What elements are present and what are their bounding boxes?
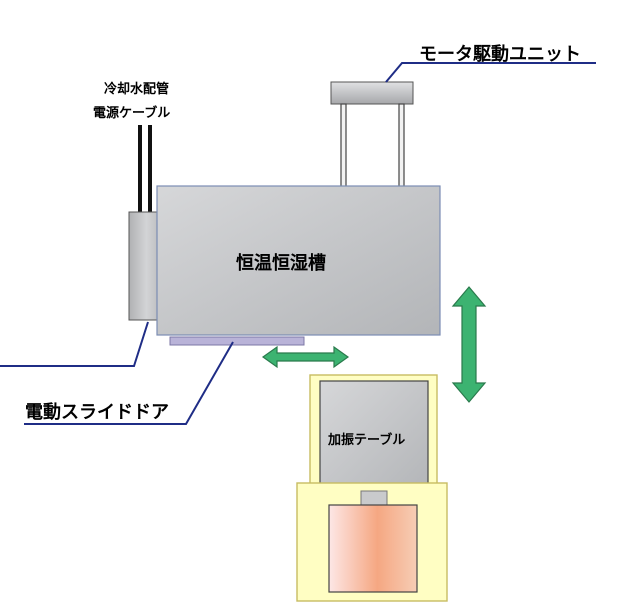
horizontal-double-arrow-icon xyxy=(261,345,350,369)
left-unit-leader xyxy=(0,321,149,367)
chamber-body xyxy=(156,185,441,336)
vibration-table-label: 加振テーブル xyxy=(328,433,406,448)
motor-unit-leader xyxy=(385,62,596,83)
motor-post-right xyxy=(398,103,405,189)
vertical-double-arrow-icon xyxy=(451,286,487,403)
power-cable-label: 電源ケーブル xyxy=(93,106,171,121)
slide-door-label: 電動スライドドア xyxy=(25,402,169,423)
cable-bundle xyxy=(138,125,152,214)
drive-coil xyxy=(328,504,418,593)
vibration-table-block xyxy=(319,380,429,492)
shaker-assembly xyxy=(296,374,448,602)
chamber-side-unit xyxy=(128,211,159,321)
cooling-pipe-label: 冷却水配管 xyxy=(104,82,170,97)
motor-post-left xyxy=(340,103,347,189)
leader-lines xyxy=(0,62,596,425)
motor-unit-label: モータ駆動ユニット xyxy=(419,44,581,65)
motor-drive-unit xyxy=(330,81,414,189)
slide-door-leader xyxy=(24,341,234,425)
slide-door-strip xyxy=(169,336,305,346)
chamber-label: 恒温恒湿槽 xyxy=(236,253,326,274)
armature-shaft xyxy=(360,490,388,506)
motor-drive-bar xyxy=(330,81,414,105)
